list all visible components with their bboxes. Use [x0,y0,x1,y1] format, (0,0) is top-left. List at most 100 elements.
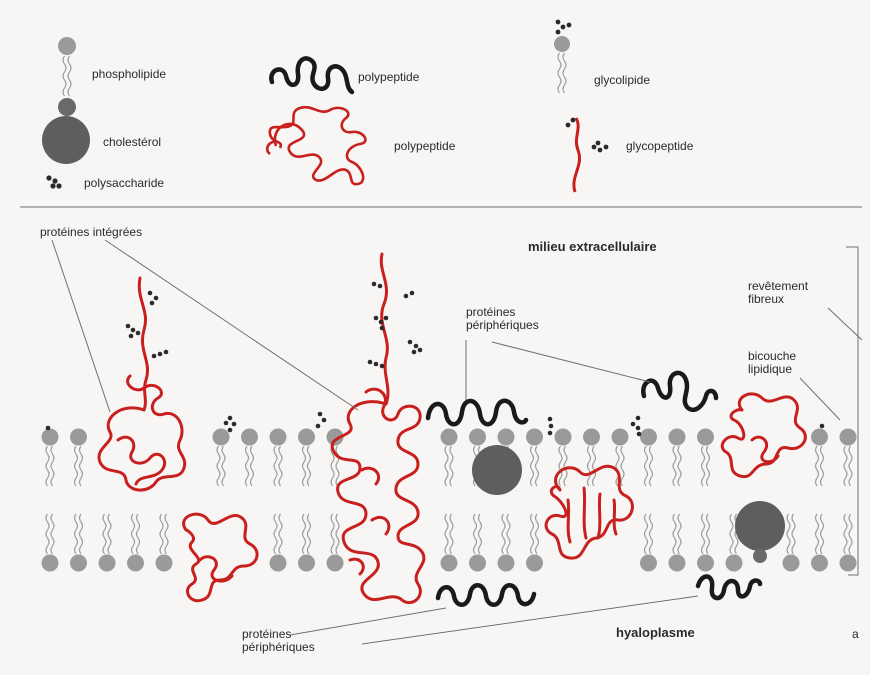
integral-glycoprotein [332,254,424,603]
phospholipid-tail-outer [274,446,282,486]
integral-protein [184,514,258,601]
phospholipid-head-inner [42,555,59,572]
phospholipid-tail-inner [474,514,482,554]
label-hyaloplasm: hyaloplasme [616,626,695,639]
legend-label-polysaccharide: polysaccharide [84,177,164,190]
phospholipid-tail-inner [673,514,681,554]
phospholipid-head-outer [640,429,657,446]
phospholipid-head-inner [526,555,543,572]
label-extracellular-medium: milieu extracellulaire [528,240,657,253]
phospholipid-head-outer [441,429,458,446]
phospholipid-tail-outer [844,446,852,486]
glycoprotein-sugar-chains [126,282,423,369]
phospholipid-tail-outer [559,446,567,486]
phospholipid-tail-inner [303,514,311,554]
phospholipid-head-outer [811,429,828,446]
cholesterol-icon [42,98,90,164]
phospholipid-tail-outer [46,446,54,486]
legend-label-cholesterol: cholestérol [103,136,161,149]
phospholipid-head-outer [298,429,315,446]
label-integral-proteins: protéines intégrées [40,226,142,239]
phospholipid-tail-inner [844,514,852,554]
phospholipid-tail-outer [702,446,710,486]
phospholipid-tail-outer [303,446,311,486]
glycolipid-icon [554,20,571,93]
phospholipid-head-inner [840,555,857,572]
integral-protein [722,394,805,477]
phospholipid-head-inner [726,555,743,572]
legend-label-phospholipid: phospholipide [92,68,166,81]
phospholipid-head-inner [99,555,116,572]
phospholipid-tail-inner [502,514,510,554]
panel-letter: a [852,628,859,641]
leader-lines [52,240,862,644]
phospholipid-tail-outer [246,446,254,486]
phospholipid-head-inner [327,555,344,572]
peripheral-protein [698,576,760,598]
legend-label-polypeptide-folded: polypeptide [358,71,419,84]
polypeptide-globular-icon [267,107,365,184]
phospholipid-tail-inner [160,514,168,554]
label-fibrous-coating: revêtement fibreux [748,280,808,306]
phospholipid-tail-inner [75,514,83,554]
phospholipid-tail-outer [645,446,653,486]
legend-label-polypeptide-globular: polypeptide [394,140,455,153]
phospholipid-head-inner [640,555,657,572]
phospholipid-tail-outer [588,446,596,486]
phospholipid-tail-outer [445,446,453,486]
polypeptide-folded-icon [271,58,352,92]
phospholipid-tail-inner [531,514,539,554]
phospholipid-tail-outer [217,446,225,486]
phospholipid-head-inner [469,555,486,572]
label-peripheral-proteins-bottom: protéines périphériques [242,628,315,654]
phospholipid-head-outer [612,429,629,446]
phospholipid-head-outer [669,429,686,446]
phospholipid-head-outer [840,429,857,446]
phospholipid-head-inner [669,555,686,572]
cholesterol-molecule [735,501,785,563]
peripheral-protein [643,373,716,410]
phospholipid-tail-outer [531,446,539,486]
cholesterol-molecule [472,445,522,495]
phospholipid-head-outer [697,429,714,446]
phospholipid-tail-inner [46,514,54,554]
legend [42,20,608,192]
phospholipid-head-inner [697,555,714,572]
phospholipid-head-outer [70,429,87,446]
phospholipid-head-outer [213,429,230,446]
phospholipid-head-inner [156,555,173,572]
peripheral-protein [438,585,534,605]
legend-label-glycopeptide: glycopeptide [626,140,693,153]
phospholipid-tail-outer [816,446,824,486]
phospholipid-tail-inner [787,514,795,554]
lipid-bilayer [42,429,857,572]
phospholipid-head-outer [526,429,543,446]
phospholipid-head-inner [270,555,287,572]
phospholipid-head-inner [498,555,515,572]
phospholipid-head-outer [555,429,572,446]
phospholipid-head-outer [241,429,258,446]
phospholipid-head-outer [42,429,59,446]
phospholipid-head-outer [270,429,287,446]
phospholipid-head-outer [469,429,486,446]
phospholipid-head-inner [811,555,828,572]
label-peripheral-proteins-top: protéines périphériques [466,306,539,332]
phospholipid-head-inner [127,555,144,572]
phospholipid-tail-inner [816,514,824,554]
phospholipid-head-inner [441,555,458,572]
phospholipid-tail-inner [702,514,710,554]
phospholipid-tail-inner [132,514,140,554]
phospholipid-tail-inner [103,514,111,554]
phospholipid-head-outer [583,429,600,446]
phospholipid-tail-outer [673,446,681,486]
phospholipid-tail-outer [75,446,83,486]
phospholipid-tail-inner [445,514,453,554]
phospholipid-tail-inner [645,514,653,554]
phospholipid-icon [58,37,76,96]
glycopeptide-icon [566,118,609,192]
phospholipid-head-inner [783,555,800,572]
integral-glycoprotein [99,278,185,490]
label-lipid-bilayer: bicouche lipidique [748,350,796,376]
